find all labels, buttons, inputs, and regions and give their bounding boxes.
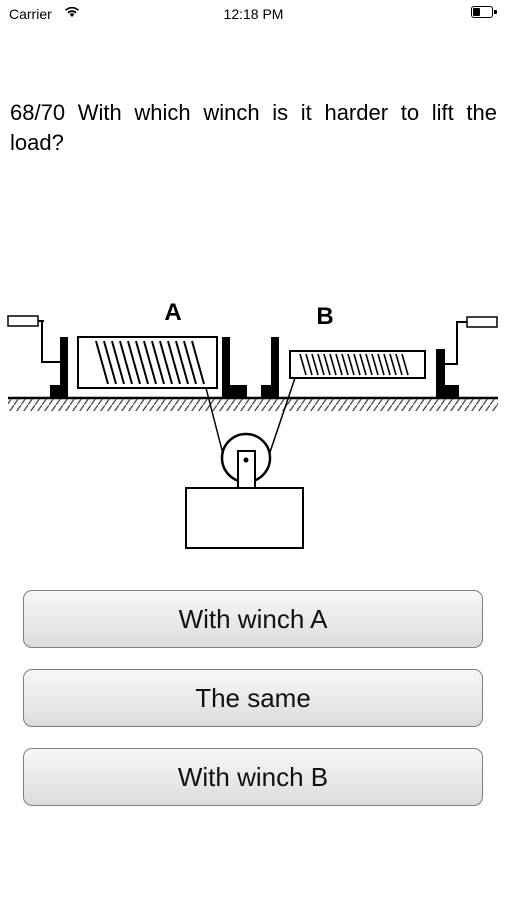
winch-a-coil	[95, 340, 205, 385]
carrier-label: Carrier	[9, 6, 52, 22]
label-a: A	[164, 299, 181, 326]
winch-a	[7, 315, 247, 398]
label-b: B	[316, 303, 333, 330]
load-box	[185, 487, 304, 549]
winch-a-crank	[7, 315, 60, 363]
answer-winch-b-button[interactable]: With winch B	[23, 748, 483, 806]
rope	[205, 377, 296, 459]
pulley	[220, 432, 272, 489]
winch-b	[261, 316, 498, 398]
answer-winch-a-button[interactable]: With winch A	[23, 590, 483, 648]
question-text: 68/70 With which winch is it harder to l…	[10, 100, 497, 155]
battery-icon	[471, 6, 497, 18]
answer-same-button[interactable]: The same	[23, 669, 483, 727]
status-bar: Carrier 12:18 PM	[0, 0, 507, 28]
ground	[8, 396, 498, 411]
winch-diagram: A B	[7, 299, 498, 549]
clock: 12:18 PM	[223, 6, 284, 22]
winch-b-coil	[299, 353, 409, 376]
winch-b-crank	[445, 316, 498, 365]
battery-level-fill	[473, 8, 480, 16]
wifi-icon	[65, 6, 79, 17]
